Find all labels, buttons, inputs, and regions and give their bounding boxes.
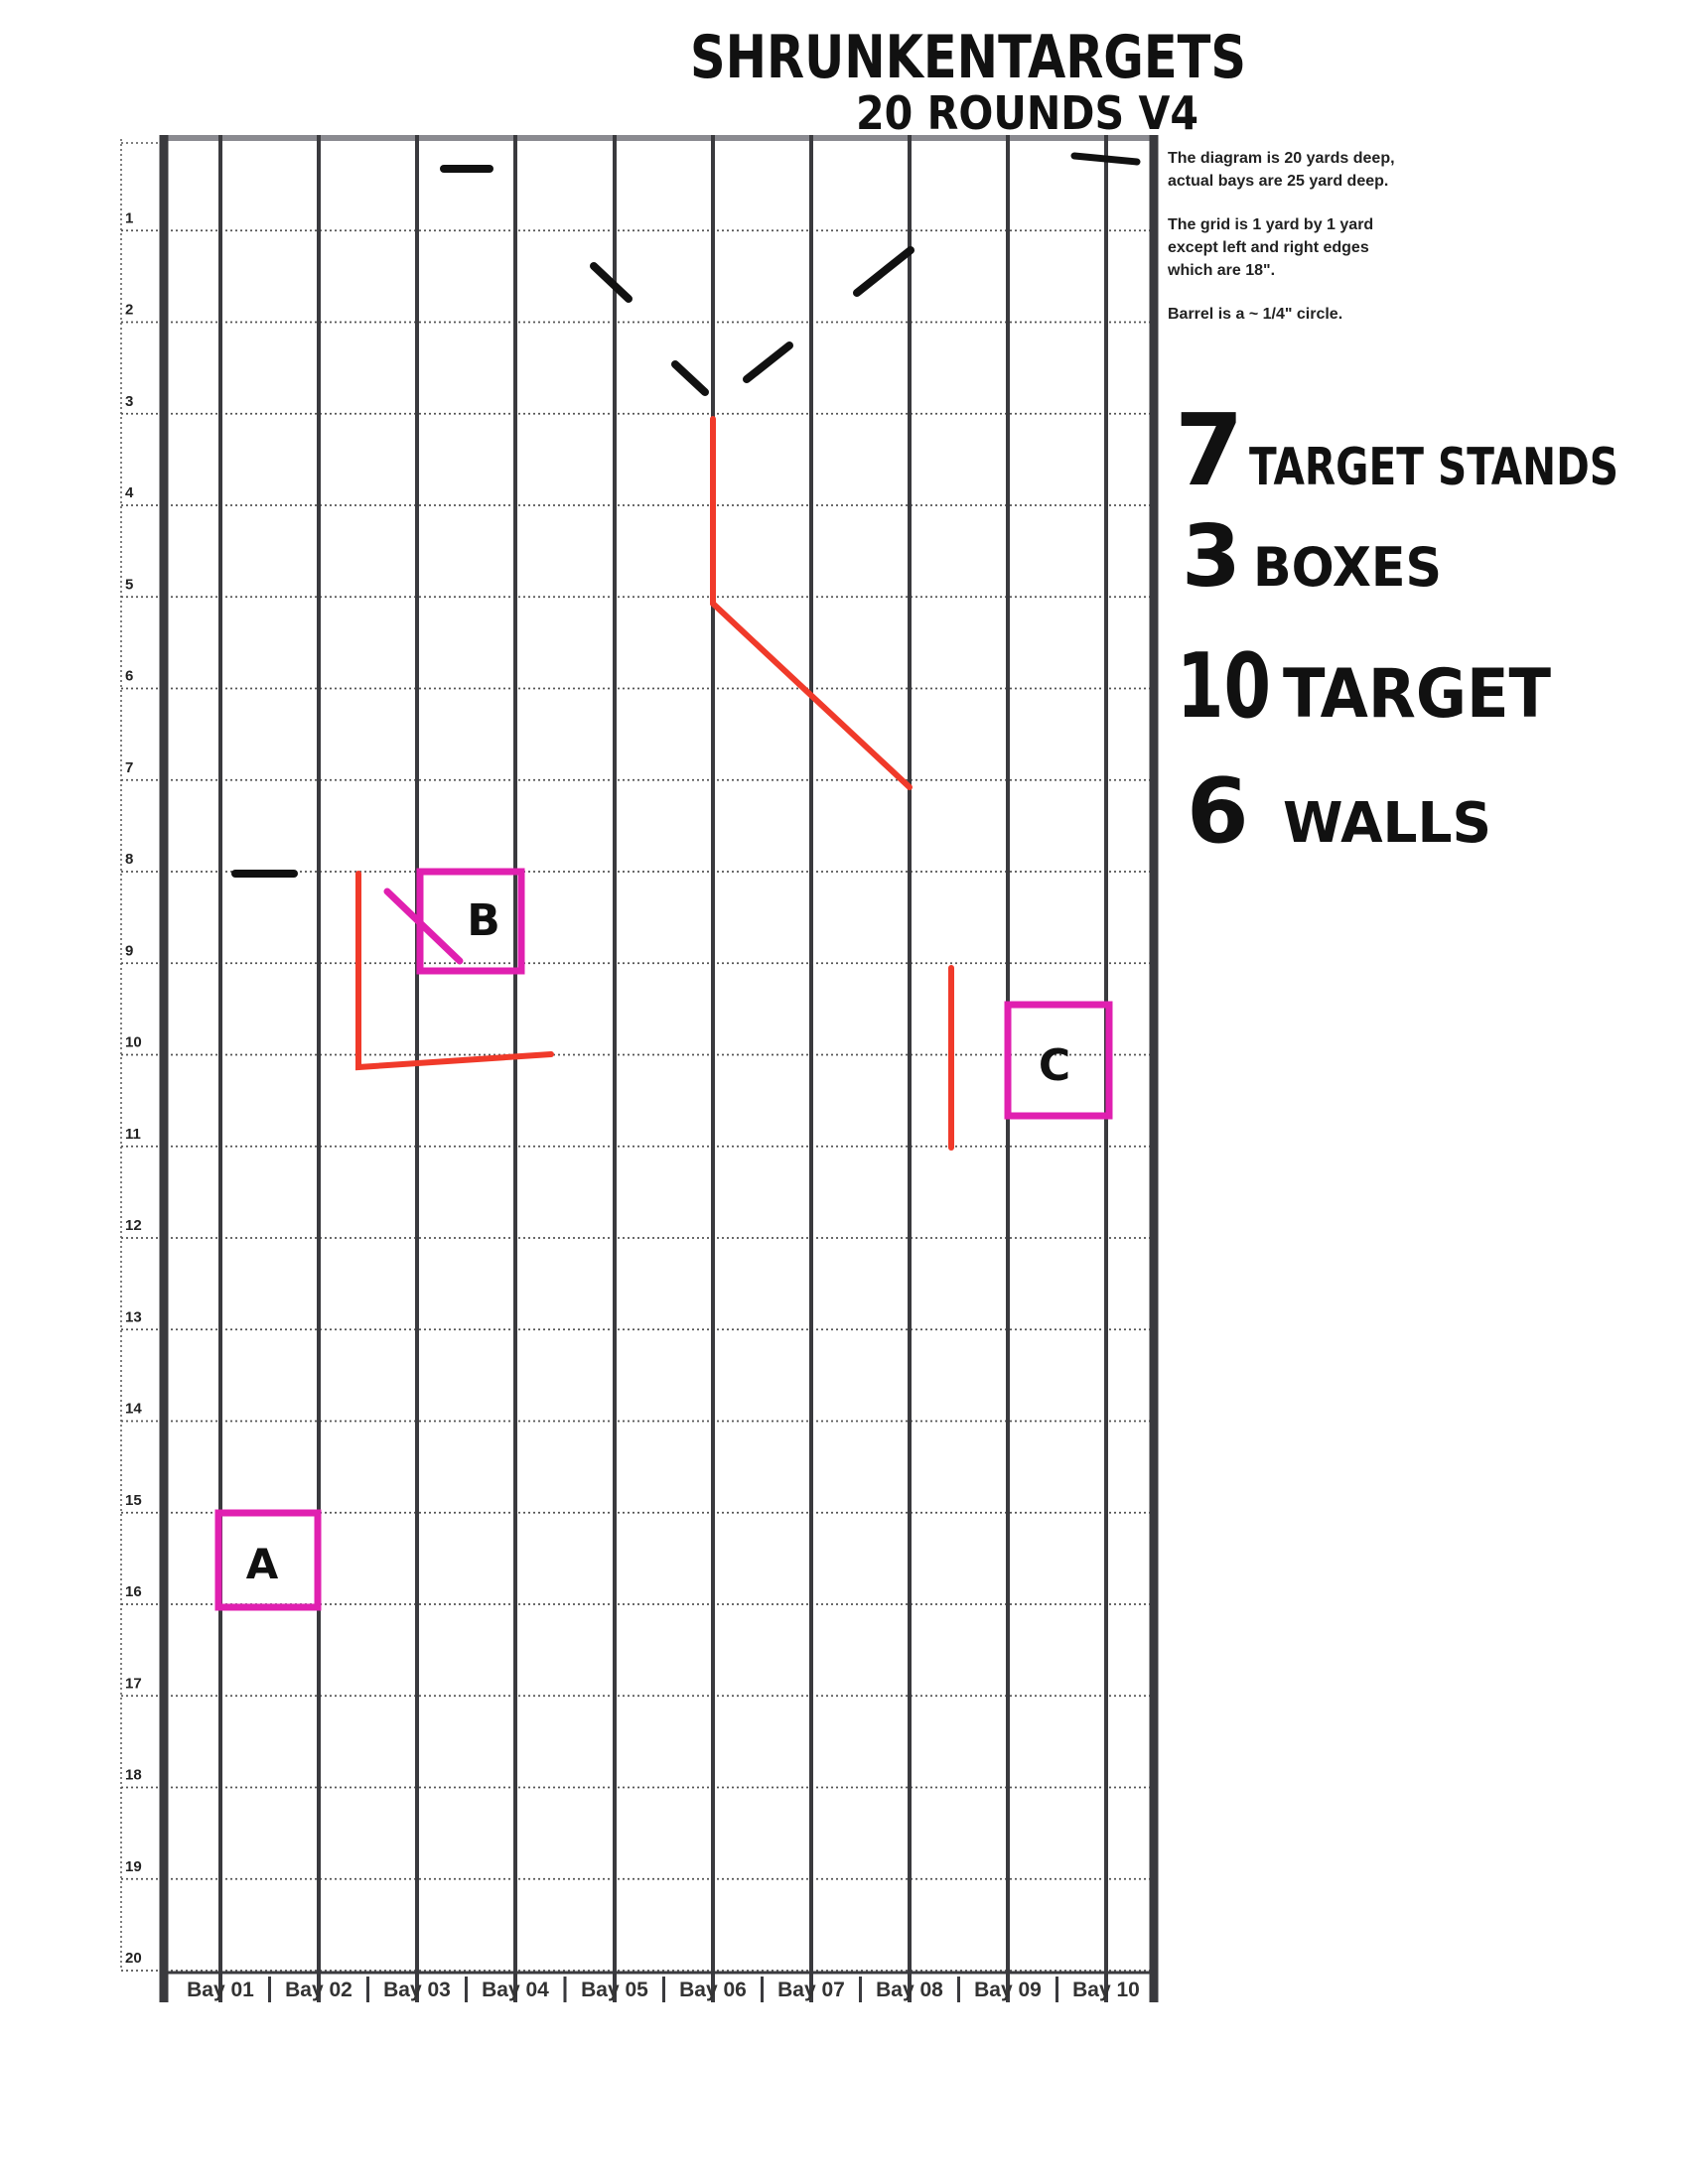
target	[743, 341, 793, 383]
boxes: A B C	[214, 868, 1113, 1611]
yard-label: 15	[125, 1492, 142, 1509]
target	[671, 360, 709, 396]
yard-label: 5	[125, 576, 133, 593]
inventory-list: 7 TARGET STANDS 3 BOXES 10 TARGET 6 WALL…	[1175, 392, 1618, 864]
bay-label: Bay 10	[1072, 1979, 1140, 2001]
yard-label: 12	[125, 1217, 142, 1234]
box-c-label: C	[1039, 1040, 1070, 1091]
wall	[710, 416, 913, 790]
inventory-count: 6	[1187, 759, 1249, 864]
box-b-label: B	[467, 895, 500, 946]
bay-label: Bay 08	[876, 1979, 943, 2001]
inventory-item: WALLS	[1283, 791, 1491, 856]
bay-label: Bay 01	[187, 1979, 254, 2001]
yard-label: 8	[125, 851, 133, 868]
bay-label: Bay 06	[679, 1979, 747, 2001]
bay-label: Bay 03	[383, 1979, 451, 2001]
bay-label: Bay 04	[482, 1979, 549, 2001]
bay-labels: Bay 01 Bay 02 Bay 03 Bay 04 Bay 05 Bay 06 Bay …	[187, 1979, 1140, 2001]
wall	[355, 871, 554, 1071]
walls	[355, 416, 954, 1151]
inventory-item: TARGET STANDS	[1249, 438, 1618, 497]
yard-label: 6	[125, 668, 133, 685]
diagram-notes: The diagram is 20 yards deep, actual bay…	[1168, 147, 1396, 346]
diagram-title: SHRUNKENTARGETS	[690, 23, 1246, 92]
grid	[120, 135, 1159, 2002]
yard-label: 3	[125, 393, 133, 410]
targets	[231, 152, 1141, 878]
box-b-strike	[383, 887, 464, 965]
target	[1070, 152, 1141, 166]
yard-label: 16	[125, 1583, 142, 1600]
yard-label: 9	[125, 942, 133, 959]
inventory-item: TARGET	[1283, 655, 1552, 734]
inventory-count: 10	[1177, 634, 1271, 739]
bay-label: Bay 09	[974, 1979, 1042, 2001]
yard-label: 17	[125, 1675, 142, 1692]
box-a-label: A	[246, 1540, 279, 1588]
note-grid: The grid is 1 yard by 1 yard except left…	[1168, 216, 1374, 279]
target	[853, 246, 914, 297]
inventory-count: 7	[1175, 392, 1244, 508]
yard-label: 19	[125, 1858, 142, 1875]
bay-label: Bay 02	[285, 1979, 352, 2001]
note-depth: The diagram is 20 yards deep, actual bay…	[1168, 150, 1395, 190]
yard-label: 20	[125, 1950, 142, 1967]
yard-label: 10	[125, 1034, 142, 1051]
bay-label: Bay 05	[581, 1979, 648, 2001]
inventory-count: 3	[1182, 507, 1241, 607]
yard-label: 18	[125, 1767, 142, 1784]
yard-label: 13	[125, 1308, 142, 1325]
top-edge	[164, 135, 1154, 141]
box-c	[1004, 1001, 1113, 1120]
box-a	[214, 1509, 322, 1611]
yard-label: 11	[125, 1126, 141, 1143]
inventory-item: BOXES	[1253, 536, 1442, 599]
diagram-subtitle: 20 ROUNDS V4	[856, 86, 1198, 140]
yard-label: 1	[125, 209, 133, 226]
yard-label: 7	[125, 759, 133, 776]
note-barrel: Barrel is a ~ 1/4" circle.	[1168, 306, 1343, 323]
yard-label: 4	[125, 484, 134, 501]
yard-label: 14	[125, 1401, 142, 1418]
bay-label: Bay 07	[777, 1979, 845, 2001]
target	[590, 262, 633, 303]
yard-label: 2	[125, 302, 133, 319]
